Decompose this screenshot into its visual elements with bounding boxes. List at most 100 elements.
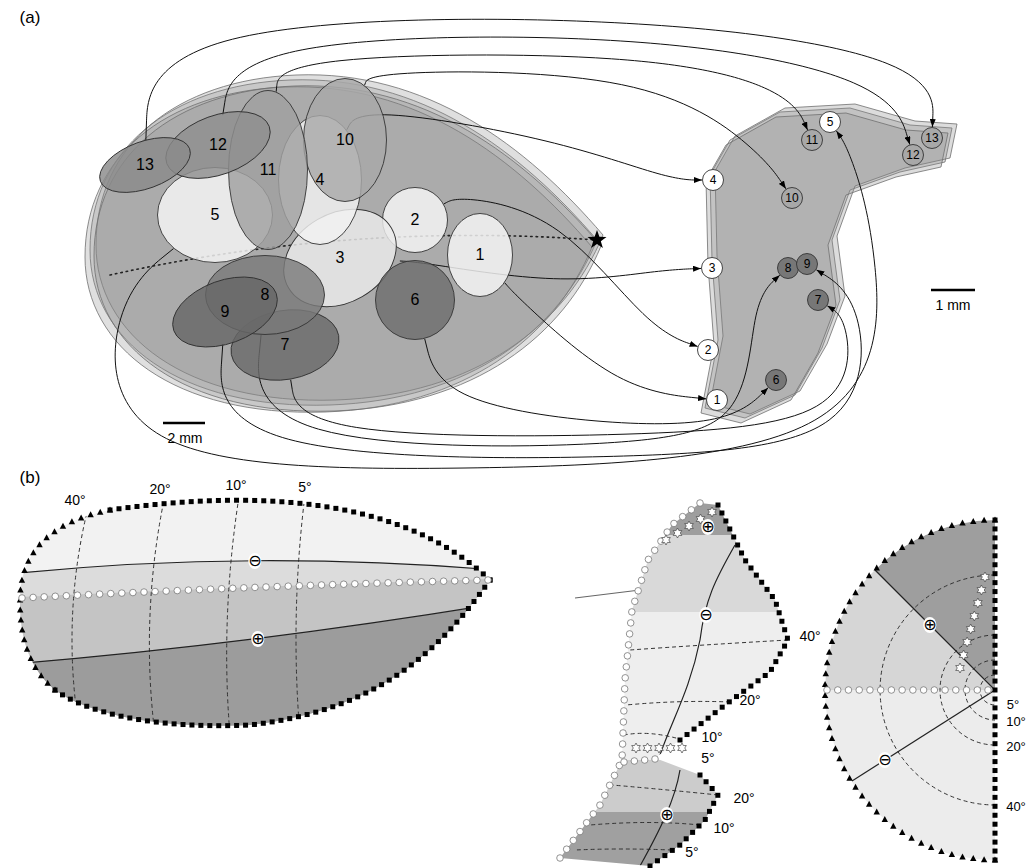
triangle-marker	[17, 587, 23, 593]
square-marker	[436, 639, 441, 644]
circle-markers	[557, 500, 704, 862]
square-marker	[993, 813, 998, 818]
circle-marker	[274, 583, 281, 590]
triangle-marker	[52, 687, 58, 693]
circle-marker	[985, 687, 992, 694]
square-marker	[993, 688, 998, 693]
triangle-marker	[928, 529, 934, 535]
triangle-marker	[949, 851, 955, 857]
circle-marker	[638, 577, 645, 584]
triangle-marker	[19, 626, 25, 632]
triangle-marker	[841, 608, 847, 614]
iso-line	[227, 490, 240, 735]
triangle-marker	[938, 525, 944, 531]
square-marker	[774, 602, 779, 607]
callout-number: 11	[260, 162, 277, 178]
circle-marker	[119, 590, 126, 597]
square-marker	[162, 501, 167, 506]
square-marker	[144, 503, 149, 508]
triangle-marker	[18, 617, 24, 623]
band	[540, 612, 800, 760]
scale-label: 2 mm	[168, 431, 203, 445]
circle-marker	[642, 566, 649, 573]
eccentricity-label: 40°	[1006, 800, 1026, 813]
square-marker	[315, 503, 320, 508]
iso-line	[575, 849, 672, 850]
square-marker	[773, 659, 778, 664]
callout-number: 2	[411, 212, 420, 228]
square-marker	[261, 498, 266, 503]
triangle-marker	[824, 659, 830, 665]
triangle-marker	[866, 801, 872, 807]
square-marker	[713, 710, 718, 715]
square-marker	[363, 691, 368, 696]
square-marker	[198, 723, 203, 728]
ellipse-shape	[903, 145, 924, 166]
star-marker	[655, 743, 664, 753]
circle-marker	[626, 631, 633, 638]
square-marker	[765, 587, 770, 592]
square-marker	[379, 682, 384, 687]
circle-marker	[953, 687, 960, 694]
projection-arrow	[347, 115, 702, 180]
circle-marker	[877, 687, 884, 694]
callout-number: 9	[804, 258, 811, 270]
boundary-line	[660, 545, 735, 755]
callout-number: 8	[785, 262, 792, 274]
triangle-marker	[25, 558, 31, 564]
circle-marker	[185, 587, 192, 594]
eccentricity-label-box: 40°	[64, 491, 85, 509]
triangle-marker	[21, 636, 27, 642]
band	[0, 600, 520, 740]
triangle-marker	[87, 511, 93, 517]
projection-arrow	[444, 199, 698, 346]
ellipse-shape	[376, 261, 455, 340]
circle-marker	[396, 579, 403, 586]
circle-marker	[352, 581, 359, 588]
band	[0, 480, 520, 740]
star-marker	[632, 743, 641, 753]
eccentricity-label-box: 10°	[713, 819, 734, 837]
circle-marker	[577, 828, 584, 835]
circle-marker	[590, 811, 597, 818]
eccentricity-label: 20°	[733, 791, 754, 805]
eccentricity-label-box: 20°	[739, 691, 760, 709]
square-marker	[782, 627, 787, 632]
eccentricity-label-box: 20°	[733, 789, 754, 807]
callout-number: 6	[773, 374, 780, 386]
square-marker	[420, 532, 425, 537]
circle-marker	[641, 757, 648, 764]
square-marker	[993, 616, 998, 621]
square-marker	[711, 801, 716, 806]
callout-number: 10	[785, 192, 798, 204]
square-marker	[993, 705, 998, 710]
boundary-line	[875, 570, 995, 690]
square-marker	[444, 545, 449, 550]
circle-marker	[621, 697, 628, 704]
callout-number: 8	[261, 287, 270, 303]
area-ellipse: 1	[447, 213, 513, 297]
square-marker	[181, 722, 186, 727]
ellipse-shape	[797, 254, 818, 275]
star-markers	[632, 743, 687, 753]
square-marker	[252, 722, 257, 727]
callout-number: 13	[136, 157, 154, 173]
square-marker	[207, 723, 212, 728]
square-marker	[710, 786, 715, 791]
circle-marker	[664, 529, 671, 536]
iso-line	[590, 823, 700, 826]
polarity-symbol-box: ⊕	[701, 518, 714, 536]
circle-marker	[920, 687, 927, 694]
map-right-edges	[822, 517, 998, 863]
square-marker	[448, 626, 453, 631]
square-marker	[993, 553, 998, 558]
square-marker	[769, 667, 774, 672]
circle-marker	[623, 664, 630, 671]
square-marker	[60, 692, 65, 697]
square-marker	[163, 721, 168, 726]
triangle-marker	[882, 816, 888, 822]
square-marker	[993, 518, 998, 523]
square-marker	[252, 498, 257, 503]
square-marker	[127, 715, 132, 720]
